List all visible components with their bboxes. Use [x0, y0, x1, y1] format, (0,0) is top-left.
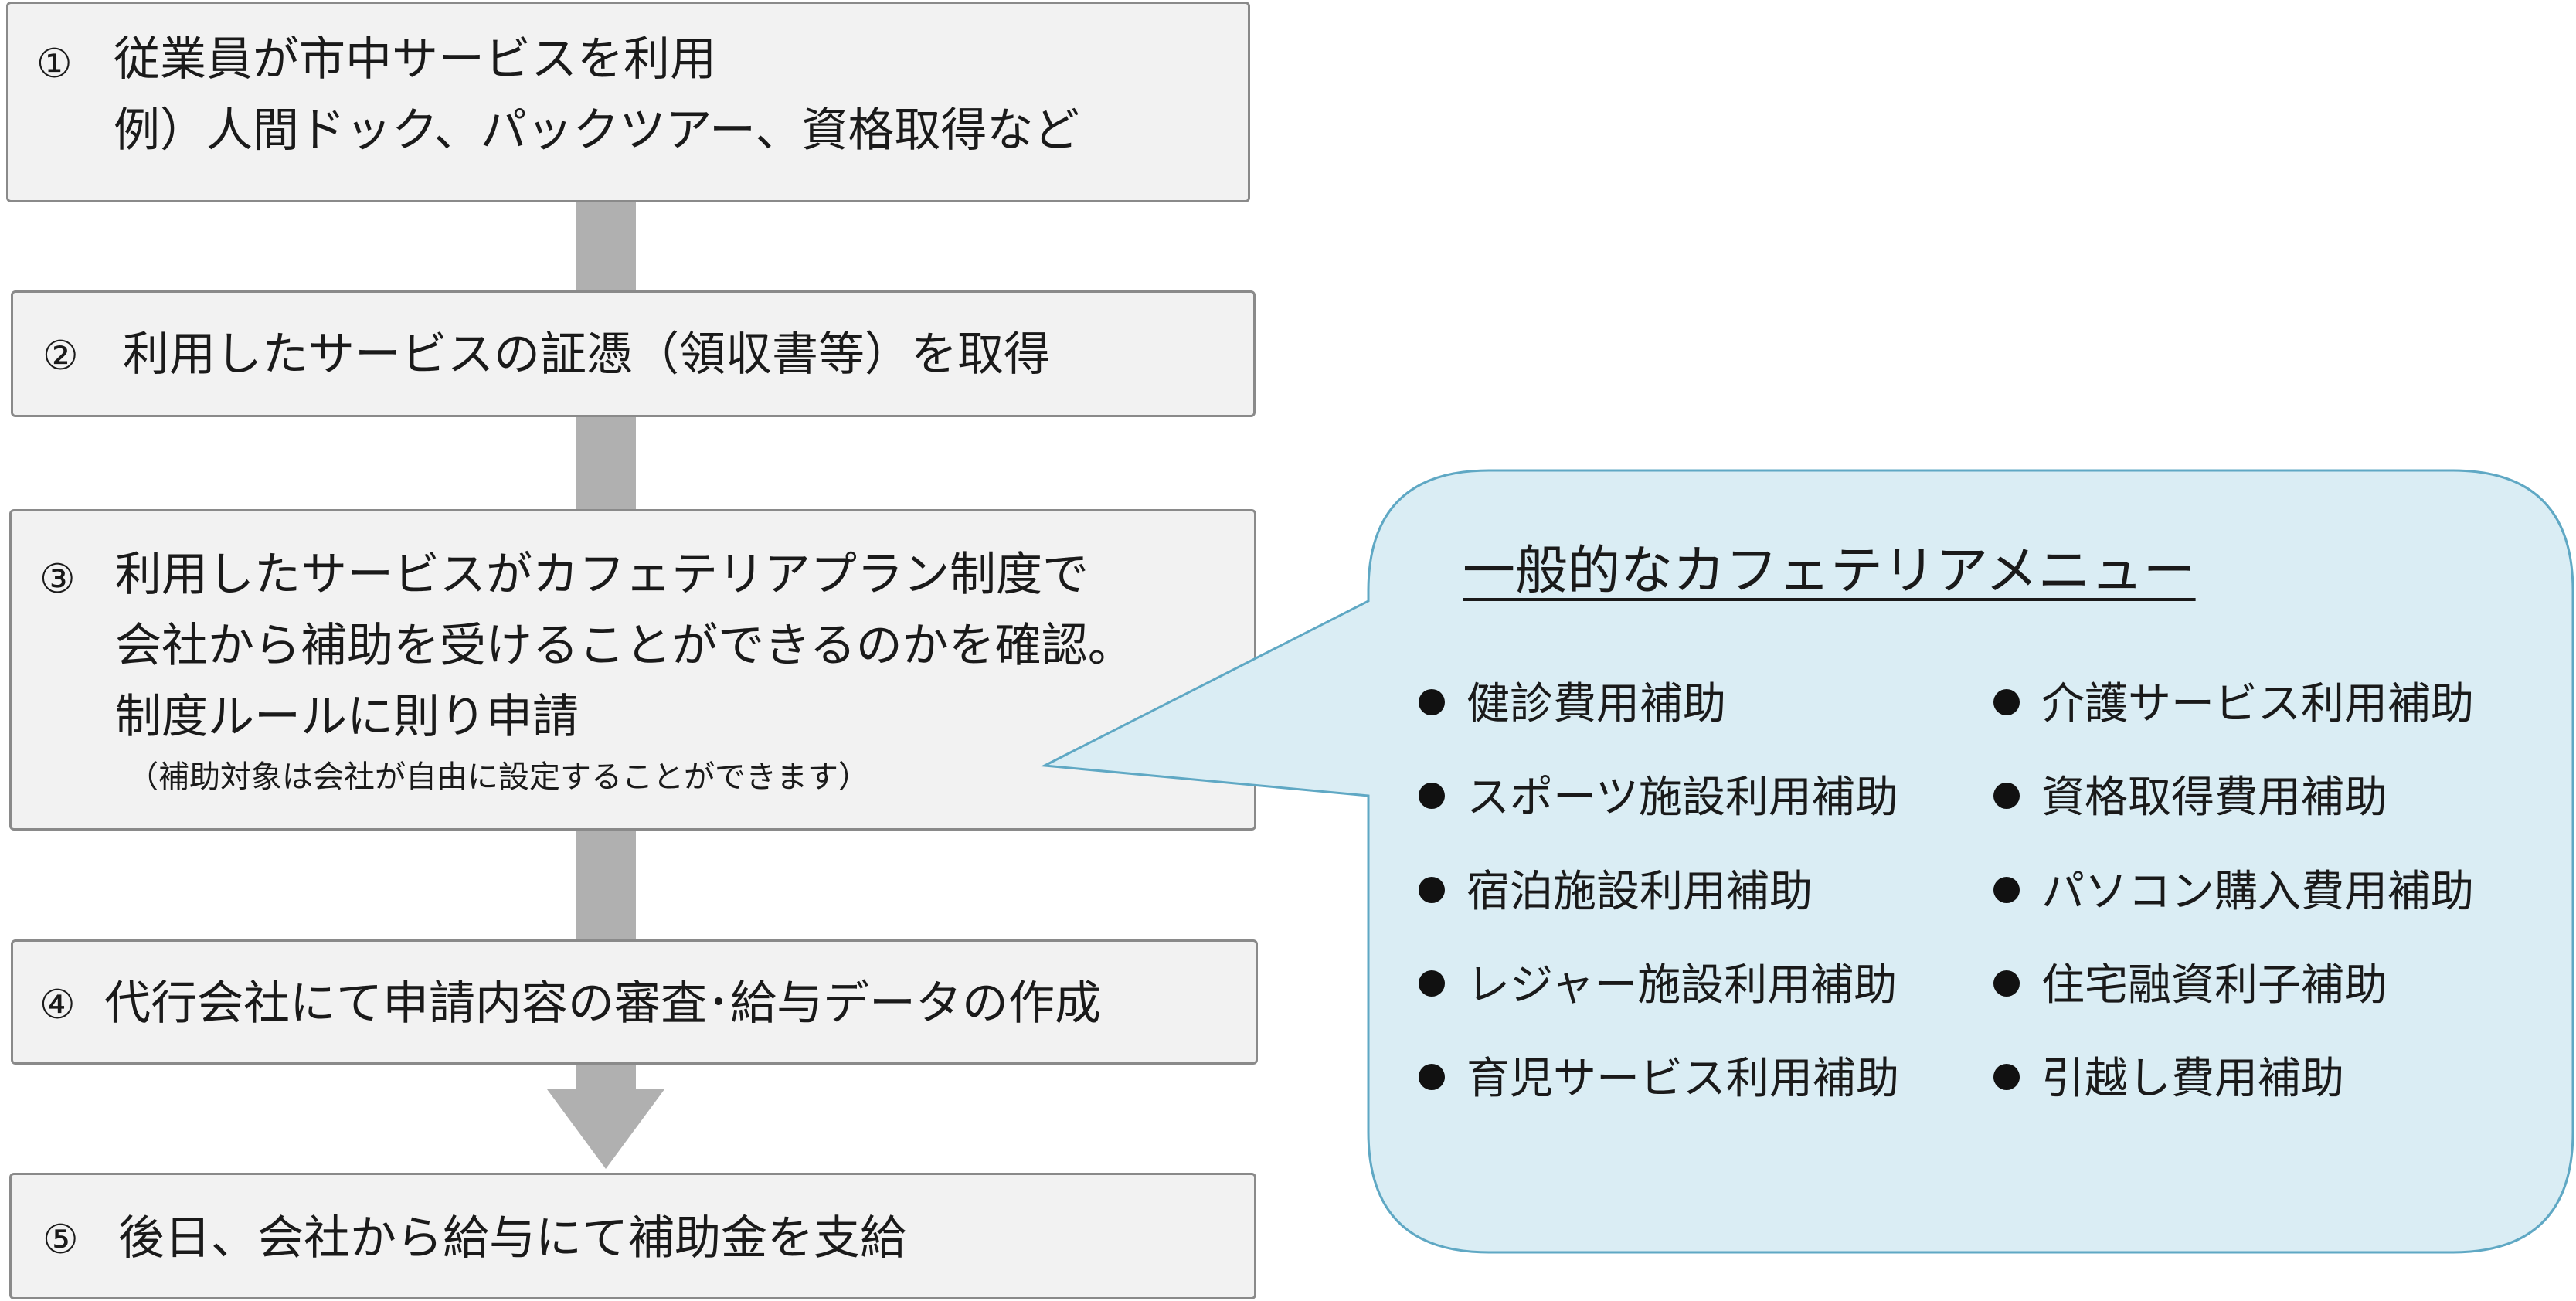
menu-title: 一般的なカフェテリアメニュー — [1463, 541, 2196, 602]
step-1-line-2: 例）人間ドック、パックツアー、資格取得など — [114, 104, 1080, 158]
connector-2-3 — [576, 415, 636, 511]
connector-3-4 — [576, 829, 636, 941]
step-3-line-3: 制度ルールに則り申請 — [115, 690, 579, 744]
bullet-icon — [1993, 689, 2020, 715]
connector-1-2 — [576, 201, 636, 292]
step-4-number: ④ — [39, 982, 76, 1028]
step-2-number: ② — [42, 333, 79, 379]
menu-item-label: 引越し費用補助 — [2041, 1054, 2344, 1104]
bullet-icon — [1993, 970, 2020, 997]
down-arrow-head — [547, 1089, 664, 1169]
menu-item-left-5: 育児サービス利用補助 — [1419, 1058, 1899, 1101]
step-3-line-2: 会社から補助を受けることができるのかを確認。 — [115, 619, 1134, 673]
menu-item-left-1: 健診費用補助 — [1419, 683, 1726, 726]
bullet-icon — [1419, 689, 1445, 715]
step-3-box: ③ 利用したサービスがカフェテリアプラン制度で 会社から補助を受けることができる… — [9, 509, 1256, 831]
step-4-line-1: 代行会社にて申請内容の審査･給与データの作成 — [104, 977, 1101, 1031]
menu-item-left-3: 宿泊施設利用補助 — [1419, 871, 1813, 914]
step-5-number: ⑤ — [42, 1217, 79, 1263]
bullet-icon — [1993, 783, 2020, 809]
menu-item-right-4: 住宅融資利子補助 — [1993, 964, 2387, 1007]
bullet-icon — [1419, 783, 1445, 809]
menu-item-label: 宿泊施設利用補助 — [1466, 867, 1813, 917]
step-2-line-1: 利用したサービスの証憑（領収書等）を取得 — [123, 328, 1050, 382]
menu-item-right-5: 引越し費用補助 — [1993, 1058, 2344, 1101]
step-5-line-1: 後日、会社から給与にて補助金を支給 — [118, 1211, 906, 1265]
menu-item-label: 介護サービス利用補助 — [2041, 679, 2474, 729]
bullet-icon — [1419, 877, 1445, 903]
menu-item-right-1: 介護サービス利用補助 — [1993, 683, 2474, 726]
menu-item-left-2: スポーツ施設利用補助 — [1419, 776, 1898, 820]
callout-shape — [1040, 469, 2574, 1254]
menu-item-right-3: パソコン購入費用補助 — [1993, 871, 2474, 914]
menu-item-label: 資格取得費用補助 — [2041, 773, 2387, 823]
menu-item-label: 育児サービス利用補助 — [1466, 1054, 1899, 1104]
menu-item-label: 健診費用補助 — [1466, 679, 1726, 729]
step-2-box: ② 利用したサービスの証憑（領収書等）を取得 — [11, 290, 1256, 417]
bullet-icon — [1993, 877, 2020, 903]
menu-item-right-2: 資格取得費用補助 — [1993, 776, 2387, 820]
menu-item-label: レジャー施設利用補助 — [1466, 960, 1898, 1011]
step-5-box: ⑤ 後日、会社から給与にて補助金を支給 — [9, 1173, 1256, 1299]
bullet-icon — [1419, 970, 1445, 997]
step-1-line-1: 従業員が市中サービスを利用 — [114, 32, 716, 87]
step-3-number: ③ — [39, 556, 76, 603]
step-4-box: ④ 代行会社にて申請内容の審査･給与データの作成 — [11, 939, 1258, 1065]
menu-item-label: パソコン購入費用補助 — [2041, 867, 2474, 917]
menu-item-label: スポーツ施設利用補助 — [1466, 773, 1898, 823]
step-3-line-1: 利用したサービスがカフェテリアプラン制度で — [115, 548, 1089, 602]
menu-item-label: 住宅融資利子補助 — [2041, 960, 2387, 1011]
step-1-box: ① 従業員が市中サービスを利用 例）人間ドック、パックツアー、資格取得など — [6, 2, 1250, 202]
step-1-number: ① — [36, 41, 73, 87]
bullet-icon — [1993, 1064, 2020, 1090]
bullet-icon — [1419, 1064, 1445, 1090]
connector-4-5 — [576, 1064, 636, 1092]
step-3-note: （補助対象は会社が自由に設定することができます） — [127, 759, 869, 795]
menu-item-left-4: レジャー施設利用補助 — [1419, 964, 1897, 1007]
